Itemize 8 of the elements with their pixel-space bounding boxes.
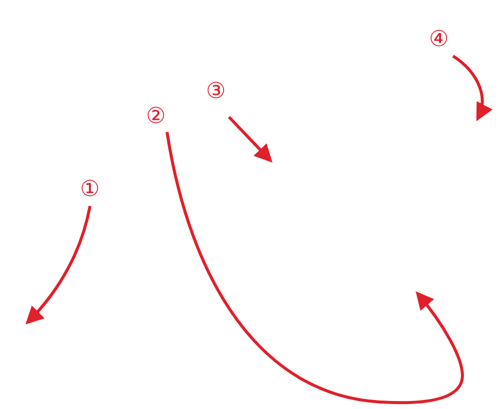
arrow bbox=[228, 116, 272, 163]
callout-number: ① bbox=[80, 178, 100, 202]
arrow bbox=[26, 206, 92, 325]
arrow bbox=[166, 132, 464, 404]
callout-number: ② bbox=[146, 105, 166, 129]
arrow bbox=[452, 54, 492, 122]
callout-number: ③ bbox=[206, 80, 226, 104]
callout-number: ④ bbox=[429, 28, 449, 52]
